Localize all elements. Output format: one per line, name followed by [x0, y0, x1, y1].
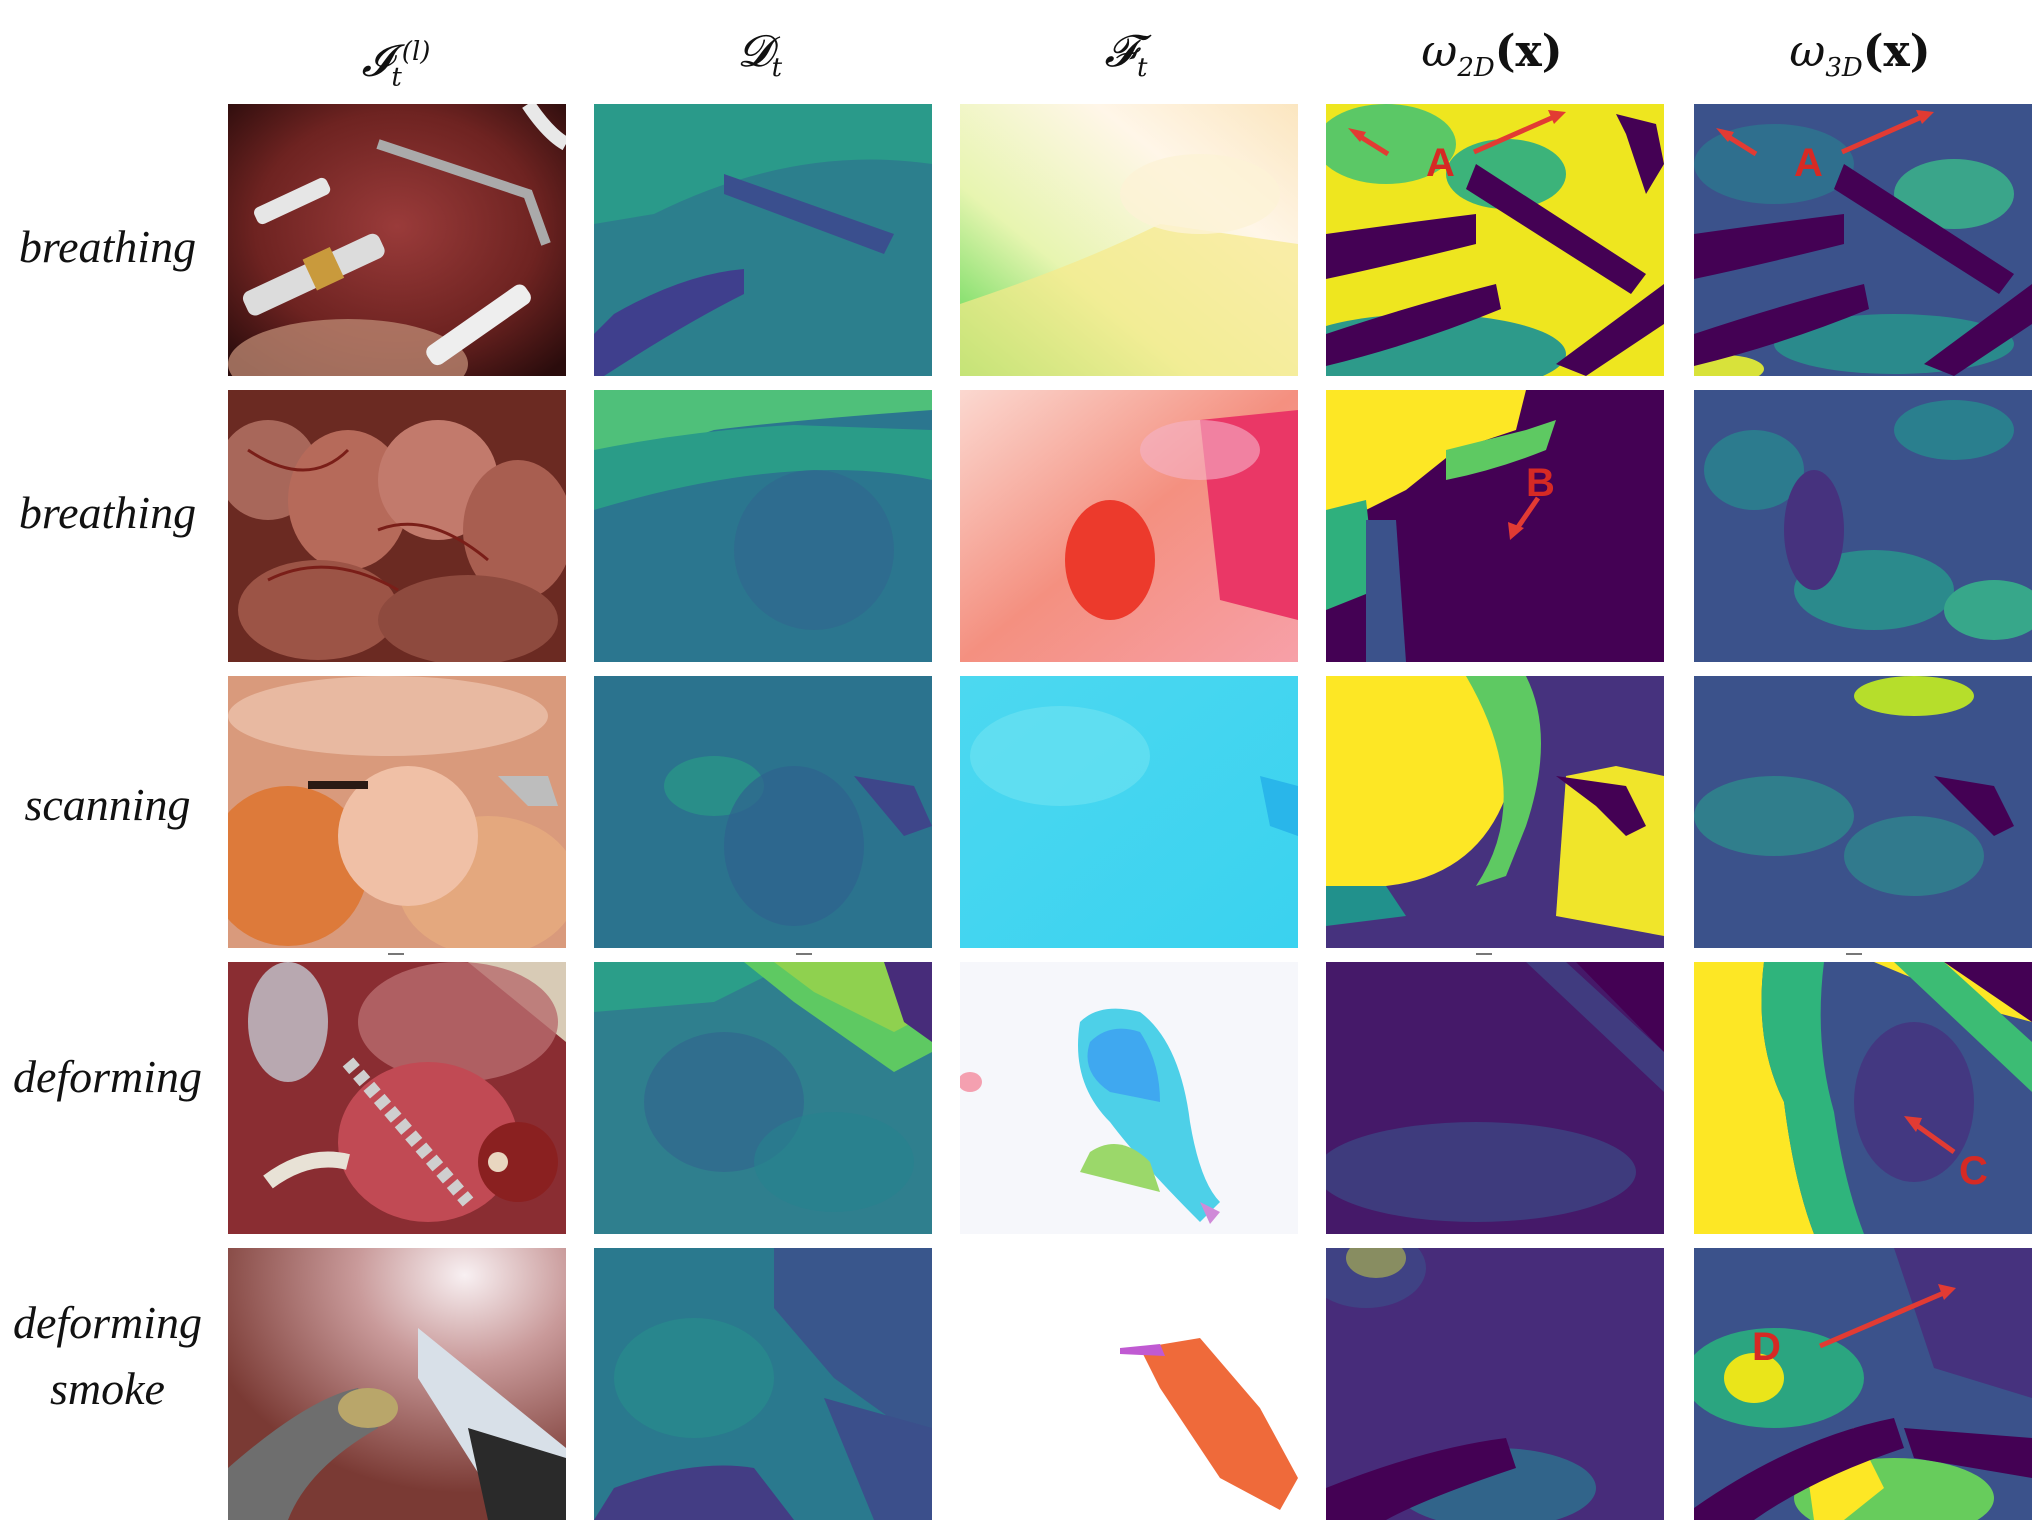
row-label-deforming: deforming: [12, 1051, 203, 1102]
tile-image-row1: [228, 104, 566, 376]
tile-w3d-row1: A: [1694, 104, 2032, 376]
tile-w2d-row3: [1326, 676, 1664, 948]
column-header-depth: 𝓓t: [737, 26, 783, 83]
tile-w2d-row5: [1326, 1248, 1664, 1520]
tile-image-row4: [228, 962, 566, 1234]
scale-tick: [388, 953, 404, 955]
annotation-d: D: [1752, 1325, 1781, 1369]
row-label-breathing-2: breathing: [18, 487, 197, 538]
tile-flow-row1: [960, 104, 1298, 376]
row-label-breathing-1: breathing: [18, 221, 197, 272]
tile-image-row5: [228, 1248, 566, 1520]
tile-w2d-row4: [1326, 962, 1664, 1234]
tile-depth-row2: [594, 390, 932, 662]
column-header-image: 𝓘t(l): [361, 35, 431, 93]
tile-flow-row4: [960, 962, 1298, 1234]
tile-flow-row2: [960, 390, 1298, 662]
tile-w2d-row2: B: [1326, 390, 1664, 662]
scale-tick: [1476, 953, 1492, 955]
scale-tick: [796, 953, 812, 955]
tile-w3d-row5: D: [1694, 1248, 2032, 1520]
tile-w2d-row1: A: [1326, 104, 1664, 376]
tile-flow-row5: [960, 1248, 1298, 1520]
annotation-a-w2d: A: [1426, 141, 1455, 185]
column-header-w3d: ω3D(x): [1789, 26, 1931, 83]
tile-w3d-row4: C: [1694, 962, 2032, 1234]
tile-image-row2: [228, 390, 566, 662]
annotation-a-w3d: A: [1794, 141, 1823, 185]
tile-depth-row3: [594, 676, 932, 948]
scale-tick: [1846, 953, 1862, 955]
annotation-b: B: [1526, 461, 1555, 505]
row-label-deforming-smoke: deforming smoke: [12, 1297, 203, 1414]
column-header-flow: 𝓕t: [1104, 26, 1148, 83]
tile-depth-row1: [594, 104, 932, 376]
tile-depth-row4: [594, 962, 932, 1234]
tile-flow-row3: [960, 676, 1298, 948]
tile-depth-row5: [594, 1248, 932, 1520]
annotation-c: C: [1959, 1149, 1988, 1193]
tile-image-row3: [228, 676, 566, 948]
column-header-w2d: ω2D(x): [1421, 26, 1563, 83]
row-label-scanning: scanning: [24, 779, 191, 830]
tile-w3d-row3: [1694, 676, 2032, 948]
tile-w3d-row2: [1694, 390, 2032, 662]
